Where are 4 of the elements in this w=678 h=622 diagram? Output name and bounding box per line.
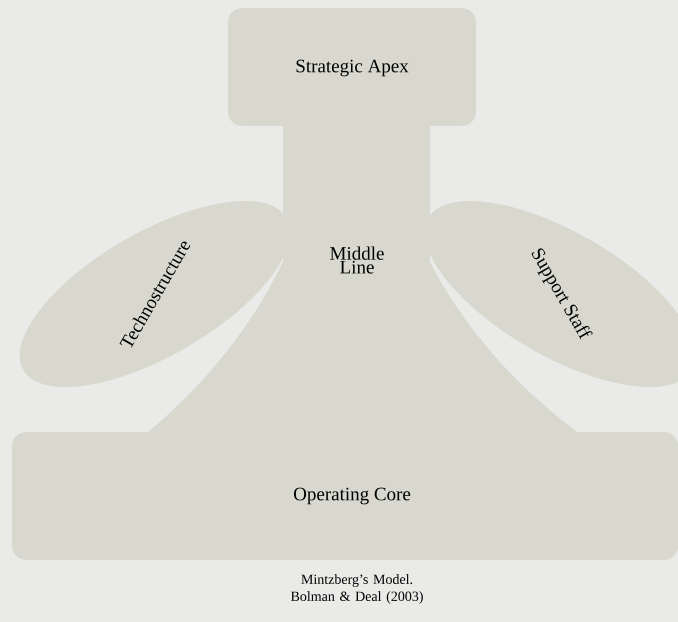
node-label: Middle Line bbox=[330, 246, 384, 274]
caption: Mintzberg’s Model. Bolman & Deal (2003) bbox=[290, 574, 423, 604]
node-label: Operating Core bbox=[294, 488, 410, 504]
node-label: Strategic Apex bbox=[296, 60, 409, 76]
